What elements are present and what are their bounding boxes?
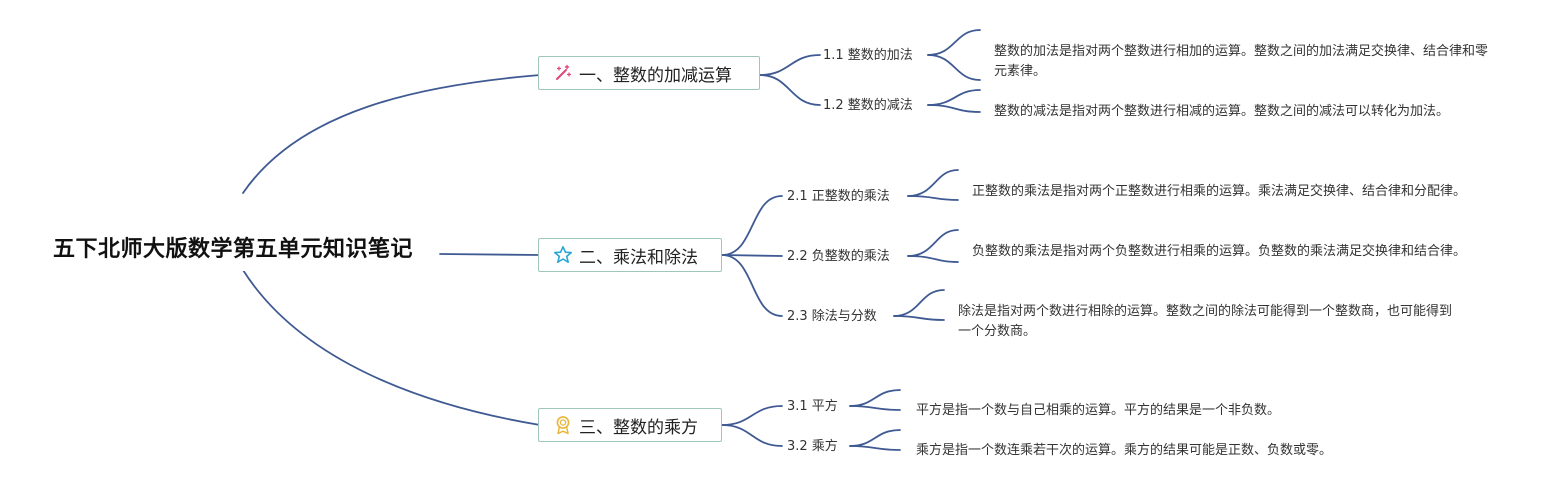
- connector-sub-2-1-detail: [907, 169, 959, 197]
- connector-branch-1-sub-2: [759, 74, 821, 106]
- sub-topic-3-1[interactable]: 3.1 平方: [787, 399, 838, 414]
- main-topic-1-title: 一、整数的加减运算: [579, 65, 732, 86]
- detail-1-1[interactable]: 整数的加法是指对两个整数进行相加的运算。整数之间的加法满足交换律、结合律和零元素…: [994, 44, 1489, 79]
- detail-2-3[interactable]: 除法是指对两个数进行相除的运算。整数之间的除法可能得到一个整数商，也可能得到一个…: [958, 304, 1453, 339]
- connector-central-branch-3: [242, 269, 541, 426]
- connector-sub-1-1-detail: [927, 29, 981, 56]
- connector-sub-3-1-detail: [849, 389, 901, 407]
- connector-sub-3-2-detail-b: [849, 445, 901, 451]
- connector-sub-1-2-detail-b: [927, 104, 981, 113]
- sub-topic-2-1[interactable]: 2.1 正整数的乘法: [787, 189, 890, 204]
- award-ribbon-icon: [553, 415, 573, 435]
- connector-central-branch-1: [242, 74, 541, 194]
- detail-3-2[interactable]: 乘方是指一个数连乘若干次的运算。乘方的结果可能是正数、负数或零。: [916, 443, 1333, 458]
- sub-topic-2-3[interactable]: 2.3 除法与分数: [787, 309, 877, 324]
- main-topic-3[interactable]: 三、整数的乘方: [538, 408, 722, 442]
- connector-branch-3-sub-2: [721, 424, 783, 447]
- magic-wand-icon: [553, 63, 573, 83]
- sub-topic-3-2[interactable]: 3.2 乘方: [787, 439, 838, 454]
- connector-central-branch-2: [439, 253, 541, 256]
- main-topic-2[interactable]: 二、乘法和除法: [538, 238, 722, 272]
- connector-branch-2-sub-1: [721, 195, 783, 256]
- connector-sub-2-2-detail: [907, 229, 959, 257]
- sub-topic-1-2[interactable]: 1.2 整数的减法: [823, 98, 913, 113]
- main-topic-3-title: 三、整数的乘方: [579, 417, 698, 438]
- connector-branch-3-sub-1: [721, 405, 783, 426]
- main-topic-2-title: 二、乘法和除法: [579, 247, 698, 268]
- sub-topic-2-2[interactable]: 2.2 负整数的乘法: [787, 249, 890, 264]
- connector-sub-2-3-detail: [893, 289, 945, 317]
- sub-topic-1-1[interactable]: 1.1 整数的加法: [823, 48, 913, 63]
- connector-branch-2-sub-3: [721, 254, 783, 317]
- central-topic-title: 五下北师大版数学第五单元知识笔记: [52, 237, 413, 262]
- connector-branch-1-sub-1: [759, 54, 821, 76]
- connector-sub-2-1-detail-b: [907, 195, 959, 201]
- connector-sub-2-3-detail-b: [893, 315, 945, 321]
- connector-sub-2-2-detail-b: [907, 255, 959, 263]
- detail-2-2[interactable]: 负整数的乘法是指对两个负整数进行相乘的运算。负整数的乘法满足交换律和结合律。: [972, 244, 1467, 259]
- detail-3-1[interactable]: 平方是指一个数与自己相乘的运算。平方的结果是一个非负数。: [916, 403, 1281, 418]
- star-outline-icon: [553, 245, 573, 265]
- connector-sub-1-1-detail-b: [927, 54, 981, 81]
- central-topic[interactable]: 五下北师大版数学第五单元知识笔记: [28, 223, 438, 271]
- main-topic-1[interactable]: 一、整数的加减运算: [538, 56, 760, 90]
- detail-2-1[interactable]: 正整数的乘法是指对两个正整数进行相乘的运算。乘法满足交换律、结合律和分配律。: [972, 184, 1467, 199]
- connector-sub-3-1-detail-b: [849, 405, 901, 411]
- connector-sub-3-2-detail: [849, 429, 901, 447]
- connector-sub-1-2-detail: [927, 89, 981, 106]
- connector-branch-2-sub-2: [721, 254, 783, 257]
- detail-1-2[interactable]: 整数的减法是指对两个整数进行相减的运算。整数之间的减法可以转化为加法。: [994, 104, 1450, 119]
